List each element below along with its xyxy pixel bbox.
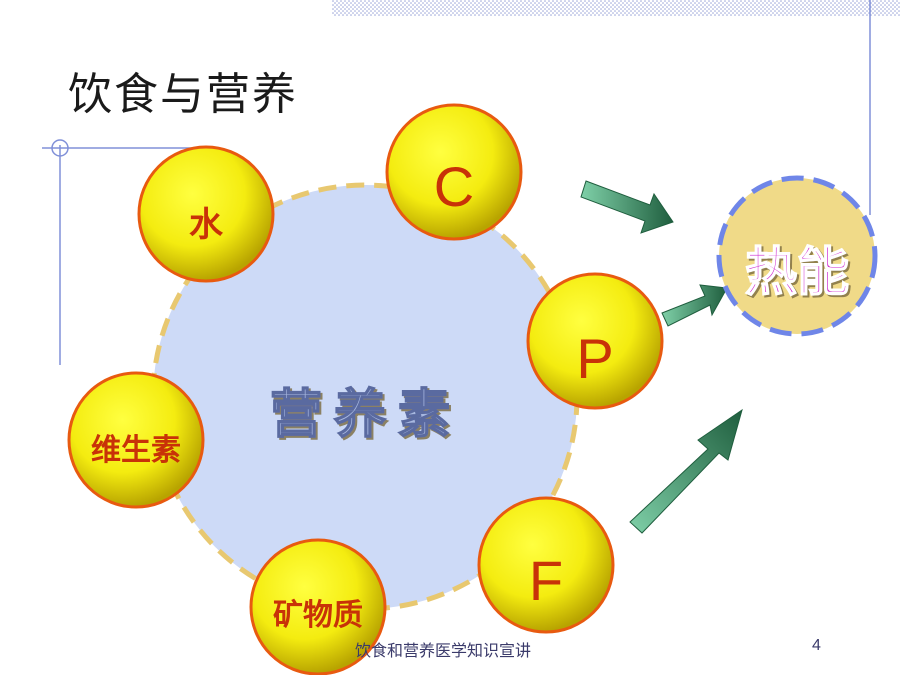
node-p-label: P bbox=[576, 327, 613, 390]
page-number: 4 bbox=[812, 637, 821, 654]
slide-title: 饮食与营养 bbox=[68, 69, 298, 120]
arrow-c-to-energy bbox=[580, 180, 674, 234]
node-minerals-label: 矿物质 bbox=[273, 598, 363, 633]
node-vitamins-label: 维生素 bbox=[91, 433, 181, 468]
node-water-label: 水 bbox=[189, 205, 224, 245]
node-water-circle bbox=[137, 145, 275, 283]
node-p-circle bbox=[526, 272, 664, 410]
energy-target-circle bbox=[716, 175, 878, 337]
arrow-p-to-energy bbox=[661, 284, 728, 327]
deco-circle-marker bbox=[51, 139, 69, 157]
node-c-circle bbox=[385, 103, 523, 241]
slide-footer: 饮食和营养医学知识宣讲 bbox=[355, 641, 532, 660]
arrow-f-to-energy bbox=[629, 408, 743, 534]
header-dotted-band bbox=[332, 0, 900, 16]
node-vitamins-circle bbox=[67, 371, 205, 509]
node-c-label: C bbox=[434, 155, 474, 218]
node-minerals-circle bbox=[249, 538, 387, 675]
center-label: 营养素 bbox=[270, 385, 462, 445]
node-f-label: F bbox=[529, 549, 563, 612]
energy-label: 热能 bbox=[745, 243, 849, 303]
node-f-circle bbox=[477, 496, 615, 634]
